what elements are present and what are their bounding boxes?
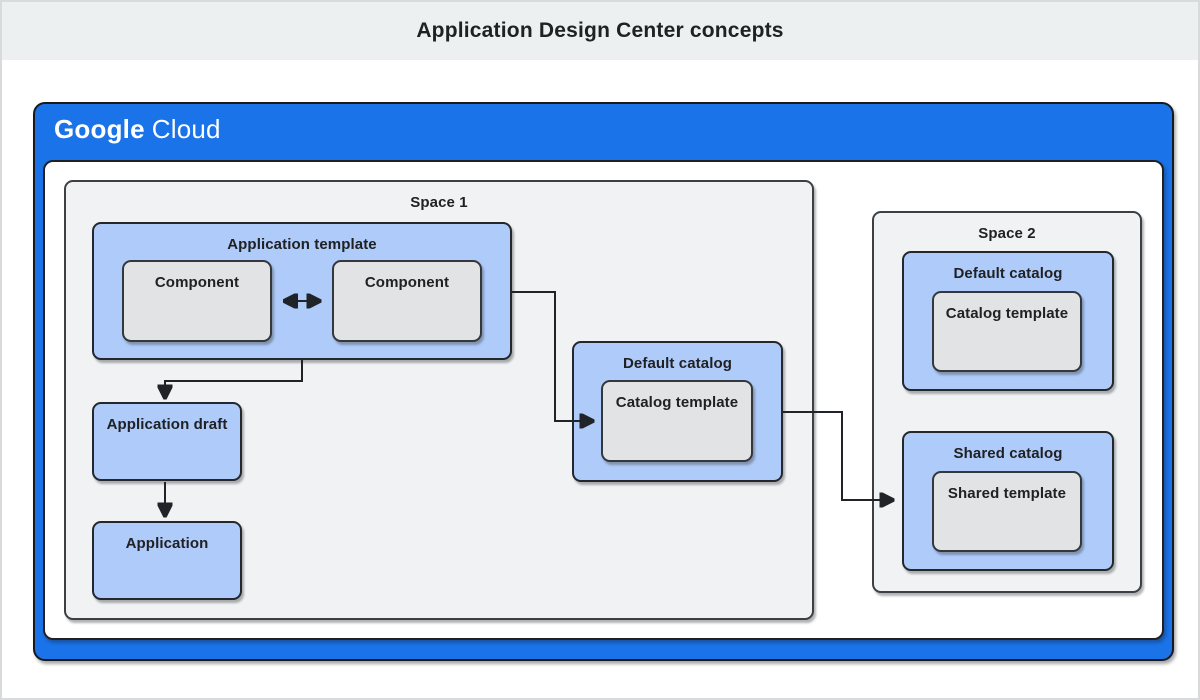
- space2-catalog-template-label: Catalog template: [945, 305, 1069, 322]
- application-draft-label: Application draft: [106, 416, 228, 433]
- component-2-box: Component: [332, 260, 482, 342]
- application-template-label: Application template: [227, 236, 377, 253]
- space1-catalog-template-label: Catalog template: [615, 394, 739, 411]
- space1-label: Space 1: [410, 194, 468, 211]
- application-label: Application: [125, 535, 209, 552]
- component-2-label: Component: [364, 274, 450, 291]
- title-bar: Application Design Center concepts: [2, 2, 1198, 60]
- space1-default-catalog-label: Default catalog: [622, 355, 733, 372]
- space1-catalog-template-box: Catalog template: [601, 380, 753, 462]
- shared-catalog-label: Shared catalog: [953, 445, 1063, 462]
- cloud-wordmark: Cloud: [151, 114, 221, 144]
- page-title: Application Design Center concepts: [416, 19, 784, 42]
- shared-template-box: Shared template: [932, 471, 1082, 552]
- space2-default-catalog-label: Default catalog: [953, 265, 1063, 282]
- google-wordmark: Google: [54, 114, 145, 144]
- application-draft-box: Application draft: [92, 402, 242, 481]
- space2-label: Space 2: [978, 225, 1036, 242]
- component-1-box: Component: [122, 260, 272, 342]
- shared-template-label: Shared template: [947, 485, 1067, 502]
- application-box: Application: [92, 521, 242, 600]
- space2-catalog-template-box: Catalog template: [932, 291, 1082, 372]
- component-1-label: Component: [154, 274, 240, 291]
